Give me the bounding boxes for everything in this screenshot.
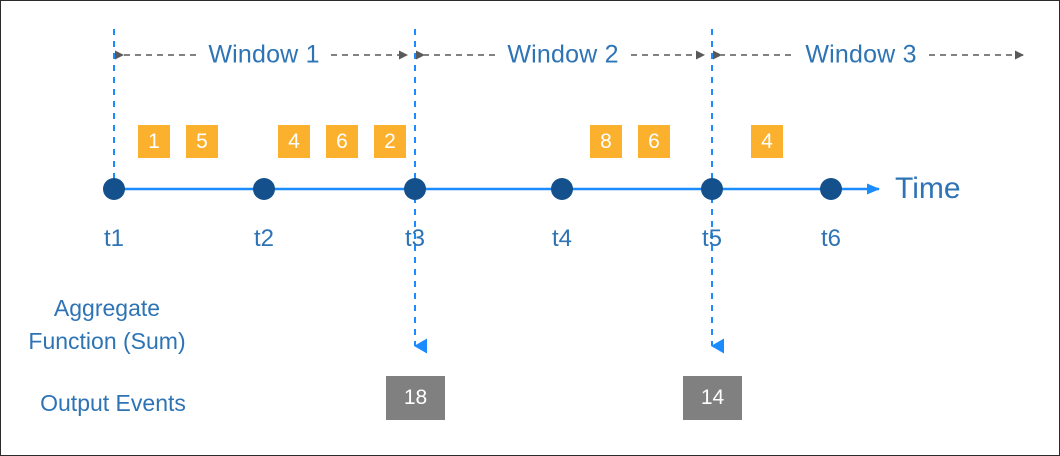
output-events-caption: Output Events [40, 390, 186, 416]
tick-label-t3: t3 [404, 225, 426, 252]
tick-label-t2: t2 [253, 225, 275, 252]
event-box: 6 [638, 125, 670, 158]
timeline-dot-t1 [103, 178, 125, 200]
tick-label-t6: t6 [820, 225, 842, 252]
timeline-dot-t6 [820, 178, 842, 200]
timeline-dot-t5 [701, 178, 723, 200]
event-box: 4 [751, 125, 783, 158]
tick-label-t4: t4 [551, 225, 573, 252]
event-box: 4 [278, 125, 310, 158]
window-label-2: Window 2 [507, 40, 619, 69]
time-axis-title: Time [895, 172, 961, 205]
aggregate-function-caption-line-1: Aggregate [53, 295, 161, 321]
event-box: 2 [374, 125, 406, 158]
event-box: 5 [186, 125, 218, 158]
event-box: 6 [326, 125, 358, 158]
timeline-dot-t2 [253, 178, 275, 200]
output-box: 14 [683, 376, 742, 420]
aggregate-function-caption-line-2: Function (Sum) [28, 328, 186, 354]
window-label-3: Window 3 [805, 40, 917, 69]
timeline-dot-t3 [404, 178, 426, 200]
event-box: 1 [138, 125, 170, 158]
window-label-1: Window 1 [208, 40, 320, 69]
tick-label-t1: t1 [103, 225, 125, 252]
timeline-dot-t4 [551, 178, 573, 200]
tick-label-t5: t5 [701, 225, 723, 252]
time-axis [103, 178, 880, 200]
output-box: 18 [386, 376, 445, 420]
event-box: 8 [590, 125, 622, 158]
